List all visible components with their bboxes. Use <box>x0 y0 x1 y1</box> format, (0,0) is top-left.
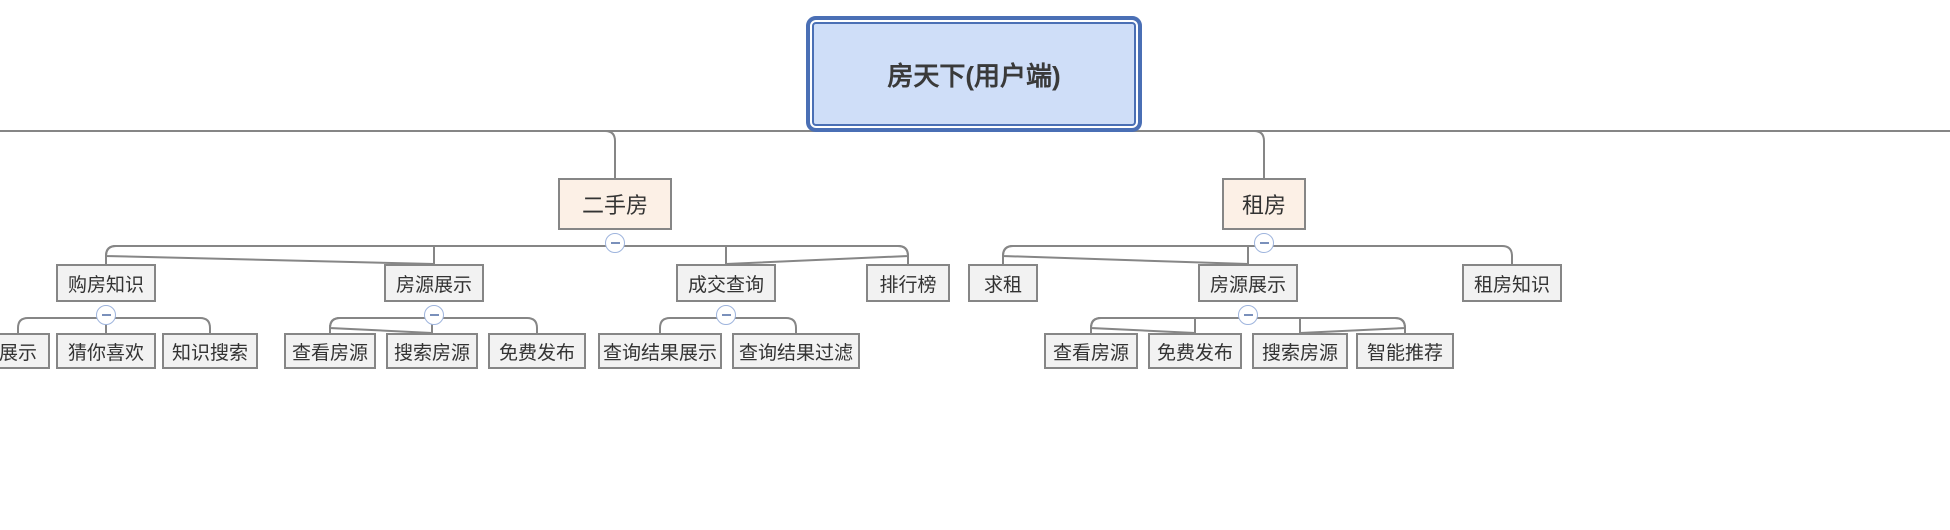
leaf-chakanfangyuan-1[interactable]: 查看房源 <box>284 333 376 369</box>
leaf-zhanshi[interactable]: 展示 <box>0 333 50 369</box>
collapse-toggle-ershoufang[interactable] <box>605 233 625 253</box>
root-node[interactable]: 房天下(用户端) <box>810 20 1138 128</box>
minus-circle-icon <box>721 314 731 316</box>
leaf-cainixihuan[interactable]: 猜你喜欢 <box>56 333 156 369</box>
collapse-toggle-fangyuanzhanshi-2[interactable] <box>1238 305 1258 325</box>
leaf-sousuofangyuan-1[interactable]: 搜索房源 <box>386 333 478 369</box>
node-chengjiaochaxun[interactable]: 成交查询 <box>676 264 776 302</box>
minus-circle-icon <box>1243 314 1253 316</box>
collapse-toggle-fangyuanzhanshi-1[interactable] <box>424 305 444 325</box>
minus-circle-icon <box>101 314 111 316</box>
leaf-chaxunjieguoguolv[interactable]: 查询结果过滤 <box>732 333 860 369</box>
leaf-chaxunjieguozhanshi[interactable]: 查询结果展示 <box>598 333 722 369</box>
minus-circle-icon <box>610 242 620 244</box>
minus-circle-icon <box>429 314 439 316</box>
leaf-mianfeifabu-2[interactable]: 免费发布 <box>1148 333 1242 369</box>
leaf-mianfeifabu-1[interactable]: 免费发布 <box>488 333 586 369</box>
collapse-toggle-zufang[interactable] <box>1254 233 1274 253</box>
node-paihangbang[interactable]: 排行榜 <box>866 264 950 302</box>
node-zufangzhishi[interactable]: 租房知识 <box>1462 264 1562 302</box>
branch-node-zufang[interactable]: 租房 <box>1222 178 1306 230</box>
leaf-chakanfangyuan-2[interactable]: 查看房源 <box>1044 333 1138 369</box>
leaf-sousuofangyuan-2[interactable]: 搜索房源 <box>1252 333 1348 369</box>
branch-node-ershoufang[interactable]: 二手房 <box>558 178 672 230</box>
collapse-toggle-chengjiaochaxun[interactable] <box>716 305 736 325</box>
leaf-zhinengtuijian[interactable]: 智能推荐 <box>1356 333 1454 369</box>
node-fangyuanzhanshi-1[interactable]: 房源展示 <box>384 264 484 302</box>
leaf-zhishisousuo[interactable]: 知识搜索 <box>162 333 258 369</box>
minus-circle-icon <box>1259 242 1269 244</box>
collapse-toggle-gofangzhishi[interactable] <box>96 305 116 325</box>
node-fangyuanzhanshi-2[interactable]: 房源展示 <box>1198 264 1298 302</box>
node-qiuzu[interactable]: 求租 <box>968 264 1038 302</box>
node-gofangzhishi[interactable]: 购房知识 <box>56 264 156 302</box>
